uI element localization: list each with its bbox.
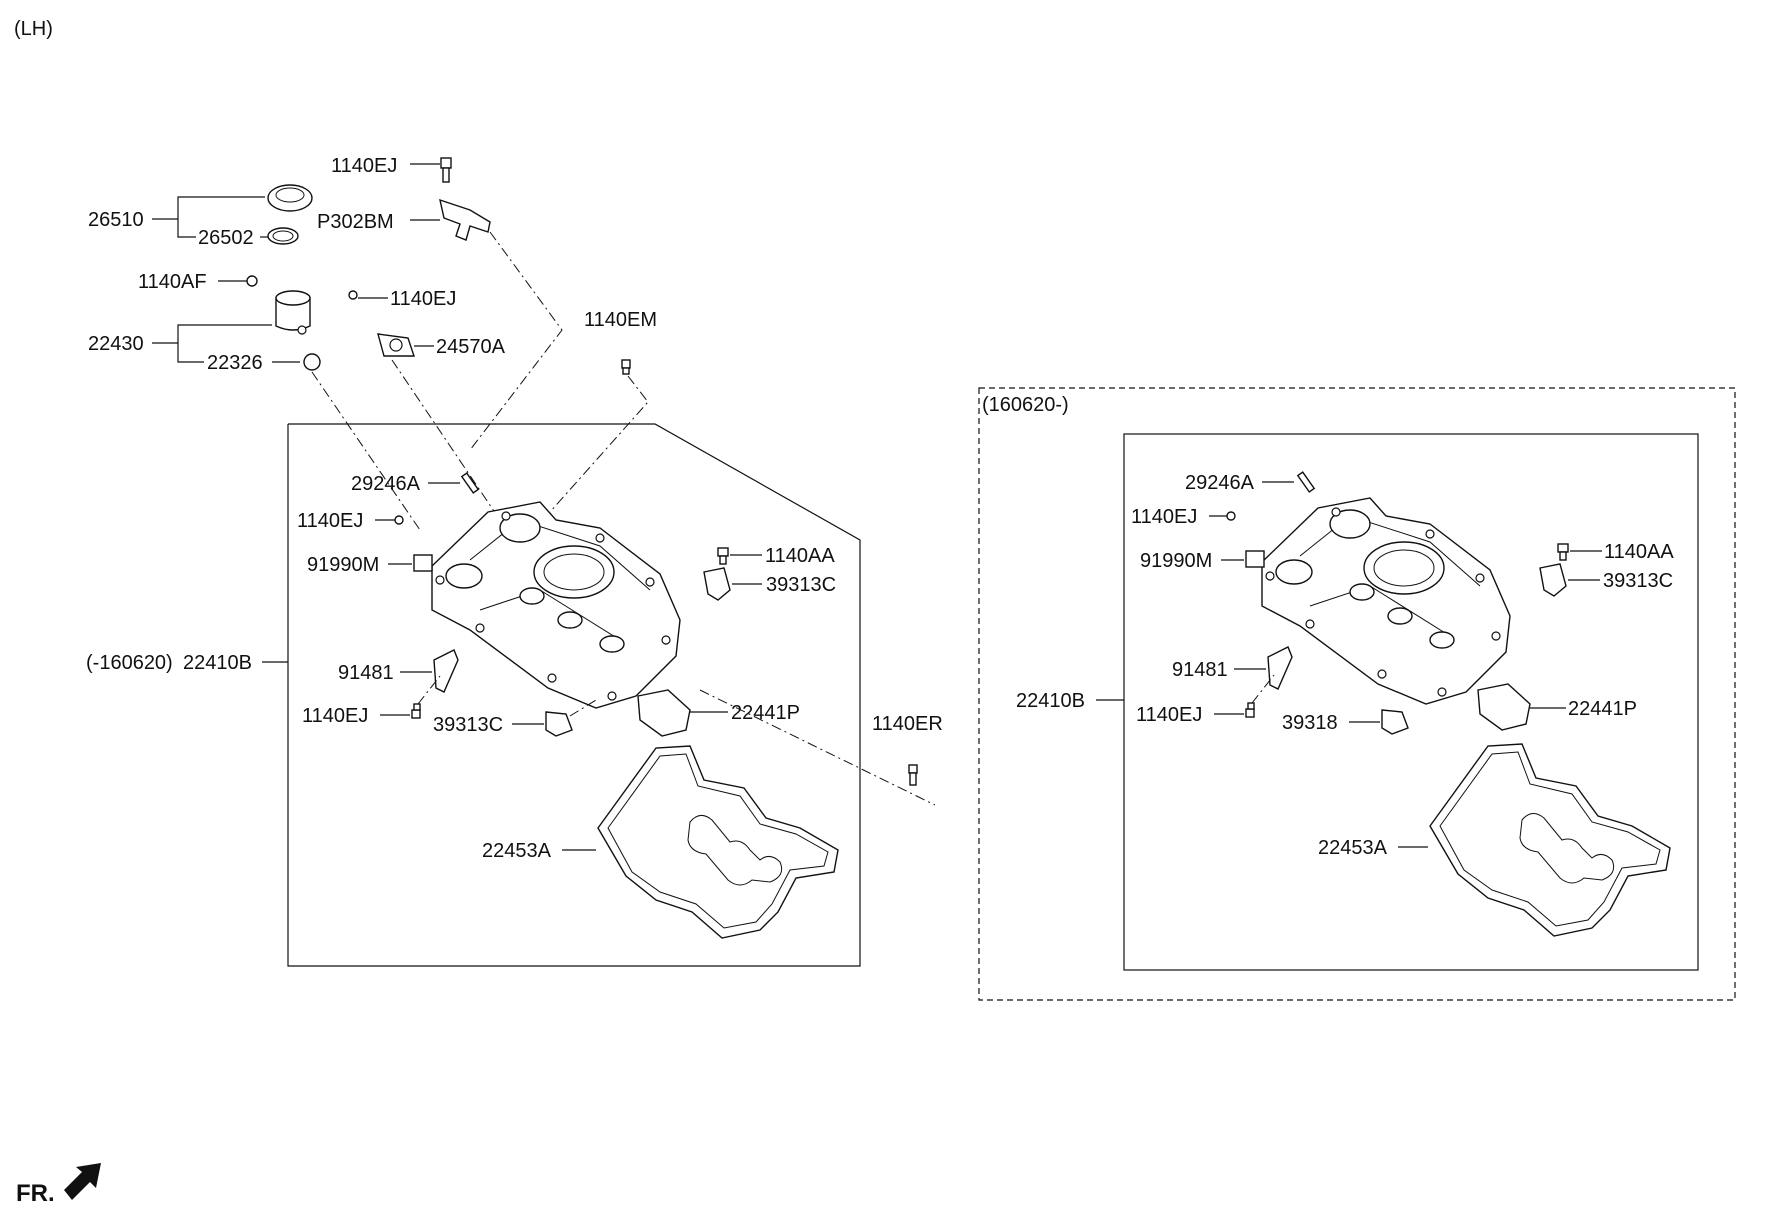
valve-cover-right-icon (1261, 497, 1511, 705)
right-gasket-small-icon (1477, 683, 1531, 731)
label-bracket-91481: 91481 (338, 662, 394, 684)
label-stud: 29246A (351, 473, 421, 495)
label-bolt-mid: 1140EJ (390, 288, 456, 310)
label-gasket-small: 22441P (731, 702, 800, 724)
right-date-label: (160620-) (982, 394, 1069, 416)
label-gasket-main: 22453A (482, 840, 552, 862)
bolt-mid-icon (348, 290, 358, 300)
stud-icon (460, 472, 480, 494)
label-sensor-lower: 39313C (433, 714, 503, 736)
label-bracket: P302BM (317, 211, 394, 233)
right-label-gasket-small: 22441P (1568, 698, 1637, 720)
right-bracket-91481-icon (1267, 646, 1293, 690)
label-sensor-plate: 24570A (436, 336, 506, 358)
bracket-icon (439, 198, 491, 241)
filler-neck-icon (275, 290, 311, 335)
label-bolt-em: 1140EM (584, 309, 657, 331)
label-cover-assembly: 22410B (183, 652, 252, 674)
sensor-plate-icon (377, 333, 415, 357)
bracket-91481-icon (433, 649, 459, 693)
bolt-er-icon (908, 764, 918, 786)
right-sensor-upper-icon (1539, 563, 1567, 597)
label-bolt-af: 1140AF (138, 271, 207, 293)
label-cap-assembly: 26510 (88, 209, 144, 231)
label-filler-neck: 22430 (88, 333, 144, 355)
sensor-lower-icon (545, 711, 573, 737)
right-label-bolt-lower: 1140EJ (1136, 704, 1202, 726)
label-cover-assembly-prefix: (-160620) (86, 652, 173, 674)
bolt-aa-icon (717, 547, 729, 565)
bolt-icon (440, 157, 452, 183)
right-clip-icon (1245, 550, 1265, 568)
right-bolt-aa-icon (1557, 543, 1569, 561)
bolt-em-icon (621, 359, 631, 375)
right-stud-icon (1296, 471, 1316, 493)
label-sensor-upper: 39313C (766, 574, 836, 596)
right-label-sensor-lower: 39318 (1282, 712, 1338, 734)
right-sensor-lower-icon (1381, 709, 1409, 735)
label-bolt-upper: 1140EJ (297, 510, 363, 532)
label-clip: 91990M (307, 554, 379, 576)
right-label-bolt-upper: 1140EJ (1131, 506, 1197, 528)
right-bolt-upper-icon (1226, 511, 1236, 521)
right-label-clip: 91990M (1140, 550, 1212, 572)
gasket-small-icon (637, 689, 691, 737)
right-label-sensor-upper: 39313C (1603, 570, 1673, 592)
label-bolt-lower: 1140EJ (302, 705, 368, 727)
right-label-stud: 29246A (1185, 472, 1255, 494)
label-cap-seal: 26502 (198, 227, 254, 249)
clip-icon (413, 554, 433, 572)
label-oring: 22326 (207, 352, 263, 374)
right-bolt-lower-icon (1245, 702, 1255, 718)
cap-seal-icon (267, 227, 299, 245)
right-label-bolt-aa: 1140AA (1604, 541, 1674, 563)
bolt-lower-icon (411, 703, 421, 719)
label-bolt-aa: 1140AA (765, 545, 835, 567)
valve-cover-icon (431, 501, 681, 709)
oring-icon (303, 353, 321, 371)
front-arrow-icon (64, 1163, 101, 1200)
right-gasket-main-icon (1429, 743, 1671, 937)
filler-cap-icon (267, 184, 313, 212)
bolt-af-icon (246, 275, 258, 287)
gasket-main-icon (597, 745, 839, 939)
right-label-bracket-91481: 91481 (1172, 659, 1228, 681)
bolt-upper-icon (394, 515, 404, 525)
side-label: (LH) (14, 18, 53, 40)
right-label-cover-assembly: 22410B (1016, 690, 1085, 712)
label-bolt-er: 1140ER (872, 713, 943, 735)
sensor-upper-icon (703, 567, 731, 601)
front-label: FR. (16, 1180, 55, 1207)
right-label-gasket-main: 22453A (1318, 837, 1388, 859)
label-bolt-top: 1140EJ (331, 155, 397, 177)
